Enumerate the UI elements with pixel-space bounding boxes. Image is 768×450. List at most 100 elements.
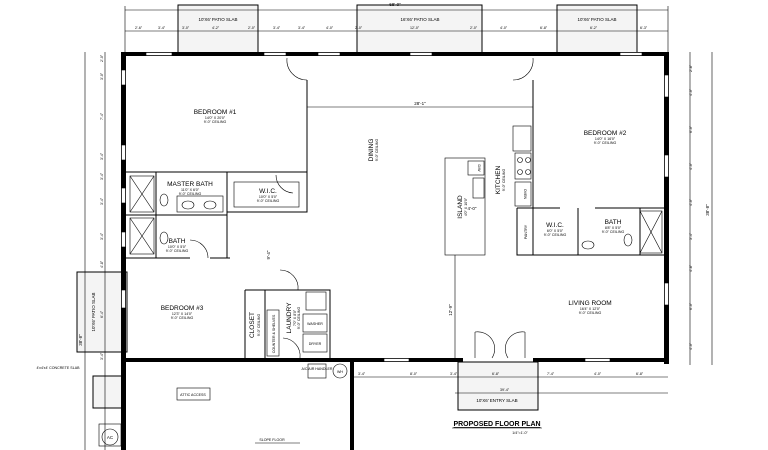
svg-text:COUNTER & SHELVES: COUNTER & SHELVES xyxy=(272,314,276,353)
svg-text:9'-0" CEILING: 9'-0" CEILING xyxy=(602,230,625,234)
room-closet: CLOSET 9'-0" CEILING COUNTER & SHELVES xyxy=(249,312,276,353)
plan-scale: 1/4"=1'-0" xyxy=(512,431,528,435)
patio-slab-3-label: 10'X6' PATIO SLAB xyxy=(577,17,616,22)
kitchen-gap-dim: 4'-0" xyxy=(468,206,477,211)
bottom-dims: 3'-4" 8'-0" 3'-4" 6'-8" 7'-4" 4'-0" 6'-8… xyxy=(358,372,644,392)
windows xyxy=(121,52,669,362)
attic-access-label: ATTIC ACCESS xyxy=(180,393,206,397)
svg-text:4'-0": 4'-0" xyxy=(689,162,693,170)
patio-slab-2-label: 16'X6' PATIO SLAB xyxy=(400,17,439,22)
svg-text:6'0" X 5'0": 6'0" X 5'0" xyxy=(547,229,564,233)
patio-slab-1-label: 10'X6' PATIO SLAB xyxy=(198,17,237,22)
svg-text:4'-0": 4'-0" xyxy=(326,26,334,30)
room-bedroom-1: BEDROOM #1 14'0" X 20'0" 9'-0" CEILING xyxy=(194,109,237,124)
svg-text:6'-4": 6'-4" xyxy=(100,310,104,318)
svg-text:6'-8": 6'-8" xyxy=(492,372,500,376)
svg-text:3'-4": 3'-4" xyxy=(158,26,166,30)
svg-text:3'-4": 3'-4" xyxy=(689,232,693,240)
dimension-lines xyxy=(84,6,713,450)
svg-text:4'-0": 4'-0" xyxy=(500,26,508,30)
svg-text:9'-0" CEILING: 9'-0" CEILING xyxy=(579,311,602,315)
svg-text:W.I.C.: W.I.C. xyxy=(546,222,564,229)
svg-text:W.I.C.: W.I.C. xyxy=(259,188,277,195)
patio-slab-3 xyxy=(556,4,638,56)
air-handler-label: A/C AIR HANDLER xyxy=(302,367,333,371)
svg-text:4'-0": 4'-0" xyxy=(689,198,693,206)
slope-floor-label: SLOPE FLOOR xyxy=(259,438,285,442)
svg-text:9'-0" CEILING: 9'-0" CEILING xyxy=(179,192,202,196)
svg-text:6'-2": 6'-2" xyxy=(590,26,598,30)
svg-text:9'-0" CEILING: 9'-0" CEILING xyxy=(297,307,301,330)
svg-text:BEDROOM #1: BEDROOM #1 xyxy=(194,109,237,116)
room-bedroom-2: BEDROOM #2 14'0" X 16'0" 9'-0" CEILING xyxy=(584,130,627,145)
svg-text:8'8" X 5'0": 8'8" X 5'0" xyxy=(605,226,622,230)
door-swings xyxy=(189,57,534,359)
room-master-bath: MASTER BATH 11'0" X 6'0" 9'-0" CEILING xyxy=(167,181,213,196)
svg-text:4'0" X 10'0": 4'0" X 10'0" xyxy=(464,197,468,216)
svg-text:10'0" X 5'0": 10'0" X 5'0" xyxy=(259,195,278,199)
svg-text:4'-2": 4'-2" xyxy=(212,26,220,30)
svg-text:3'-0": 3'-0" xyxy=(182,26,190,30)
svg-text:9'-0" CEILING: 9'-0" CEILING xyxy=(594,141,617,145)
svg-text:MASTER BATH: MASTER BATH xyxy=(167,181,213,188)
room-bath: BATH 10'0" X 5'0" 9'-0" CEILING xyxy=(166,238,189,253)
svg-text:3'-4": 3'-4" xyxy=(298,26,306,30)
svg-text:10'0" X 5'0": 10'0" X 5'0" xyxy=(168,245,187,249)
svg-text:3'-4": 3'-4" xyxy=(273,26,281,30)
svg-text:4'-0": 4'-0" xyxy=(594,372,602,376)
svg-text:6'-0": 6'-0" xyxy=(689,302,693,310)
svg-text:16'4" X 12'0": 16'4" X 12'0" xyxy=(580,307,601,311)
svg-text:LIVING ROOM: LIVING ROOM xyxy=(568,300,611,307)
room-wic-1: W.I.C. 10'0" X 5'0" 9'-0" CEILING xyxy=(257,188,280,203)
entry-slab-label: 10'X6' ENTRY SLAB xyxy=(476,398,517,403)
patio-slab-1 xyxy=(177,4,259,56)
svg-text:BEDROOM #3: BEDROOM #3 xyxy=(161,305,204,312)
concrete-slab-label: 4'x4'x4' CONCRETE SLAB xyxy=(36,366,80,370)
svg-text:9'-0" CEILING: 9'-0" CEILING xyxy=(257,199,280,203)
svg-text:3'-4": 3'-4" xyxy=(100,152,104,160)
entry-slab xyxy=(457,361,539,411)
plan-title: PROPOSED FLOOR PLAN xyxy=(453,421,540,428)
svg-text:3'-4": 3'-4" xyxy=(100,352,104,360)
svg-text:8'-0": 8'-0" xyxy=(410,372,418,376)
svg-text:39'-4": 39'-4" xyxy=(500,388,510,392)
svg-text:KITCHEN: KITCHEN xyxy=(495,165,502,194)
room-bath-2: BATH 8'8" X 5'0" 9'-0" CEILING xyxy=(602,219,625,234)
room-dining: DINING 9'-0" CEILING xyxy=(368,139,379,162)
svg-text:LAUNDRY: LAUNDRY xyxy=(286,302,293,334)
svg-text:7'-4": 7'-4" xyxy=(100,112,104,120)
left-dims: 2'-0" 3'-0" 7'-4" 3'-4" 3'-4" 3'-4" 3'-4… xyxy=(100,54,104,360)
fixtures xyxy=(98,125,663,447)
water-heater-label: WH xyxy=(337,370,343,374)
overall-width: 68'-0" xyxy=(389,2,401,7)
svg-text:3'-4": 3'-4" xyxy=(100,197,104,205)
svg-text:CLOSET: CLOSET xyxy=(249,312,256,338)
living-height-dim: 12'-9" xyxy=(448,304,453,316)
svg-text:OVEN: OVEN xyxy=(523,189,527,200)
room-wic-2: W.I.C. 6'0" X 5'0" 9'-0" CEILING xyxy=(544,222,567,237)
svg-text:9'-0" CEILING: 9'-0" CEILING xyxy=(204,120,227,124)
svg-text:14'0" X 16'0": 14'0" X 16'0" xyxy=(595,137,616,141)
overall-depth-right: 38'-8" xyxy=(705,204,710,216)
room-bedroom-3: BEDROOM #3 12'3" X 14'0" 9'-0" CEILING xyxy=(161,305,204,320)
svg-text:3'-0": 3'-0" xyxy=(100,72,104,80)
right-dims: 2'-8" 4'-0" 6'-0" 4'-0" 4'-0" 3'-4" 4'-8… xyxy=(689,64,693,350)
svg-text:4'-8": 4'-8" xyxy=(100,260,104,268)
svg-text:3'-4": 3'-4" xyxy=(450,372,458,376)
svg-text:9'-0" CEILING: 9'-0" CEILING xyxy=(171,316,194,320)
overall-depth-left: 38'-8" xyxy=(78,334,83,346)
svg-text:7'0" X 8'0": 7'0" X 8'0" xyxy=(293,309,297,326)
ac-unit-label: AC xyxy=(107,435,114,440)
svg-text:14'0" X 20'0": 14'0" X 20'0" xyxy=(205,116,226,120)
svg-text:4'-0": 4'-0" xyxy=(689,88,693,96)
svg-text:PANTRY: PANTRY xyxy=(524,224,528,239)
concrete-slab xyxy=(92,375,126,409)
svg-text:3'-4": 3'-4" xyxy=(358,372,366,376)
svg-text:9'-0" CEILING: 9'-0" CEILING xyxy=(257,314,261,337)
svg-text:12'3" X 14'0": 12'3" X 14'0" xyxy=(172,312,193,316)
patio-slab-left-label: 10'X6' PATIO SLAB xyxy=(91,292,96,331)
svg-text:BATH: BATH xyxy=(169,238,186,245)
svg-text:WASHER: WASHER xyxy=(307,322,323,326)
svg-text:9'-0" CEILING: 9'-0" CEILING xyxy=(502,169,506,192)
svg-text:4'-8": 4'-8" xyxy=(689,264,693,272)
